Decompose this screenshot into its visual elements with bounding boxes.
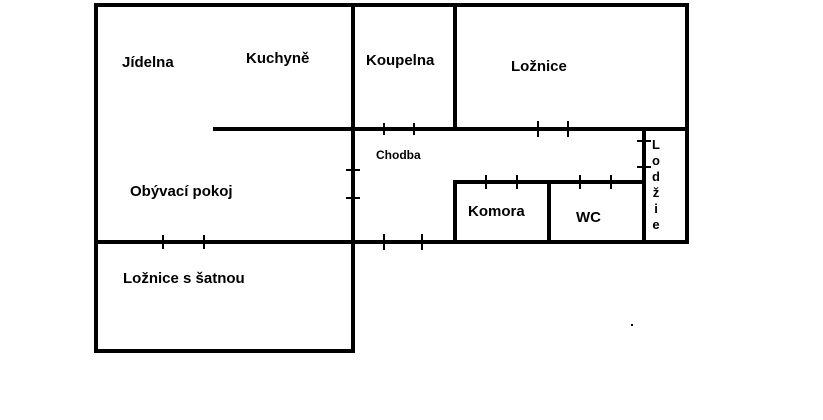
- doors: [162, 121, 651, 250]
- loggia-letter: ž: [653, 185, 660, 200]
- loggia-letter: d: [652, 169, 660, 184]
- room-label-bedroom-wardrobe: Ložnice s šatnou: [123, 270, 245, 287]
- room-label-wc: WC: [576, 209, 601, 226]
- walls: [94, 3, 689, 353]
- loggia-letter: e: [652, 217, 659, 232]
- loggia-letter: L: [652, 137, 660, 152]
- room-label-dining: Jídelna: [122, 54, 174, 71]
- room-label-hallway: Chodba: [376, 148, 421, 162]
- loggia-letter: o: [652, 153, 660, 168]
- room-label-bedroom: Ložnice: [511, 58, 567, 75]
- room-label-kitchen: Kuchyně: [246, 50, 309, 67]
- loggia-letter: i: [654, 201, 658, 216]
- stray-dot: [631, 324, 633, 326]
- room-labels: Jídelna Kuchyně Koupelna Ložnice Chodba …: [122, 50, 660, 287]
- room-label-bathroom: Koupelna: [366, 52, 435, 69]
- room-label-pantry: Komora: [468, 203, 525, 220]
- room-label-living: Obývací pokoj: [130, 183, 233, 200]
